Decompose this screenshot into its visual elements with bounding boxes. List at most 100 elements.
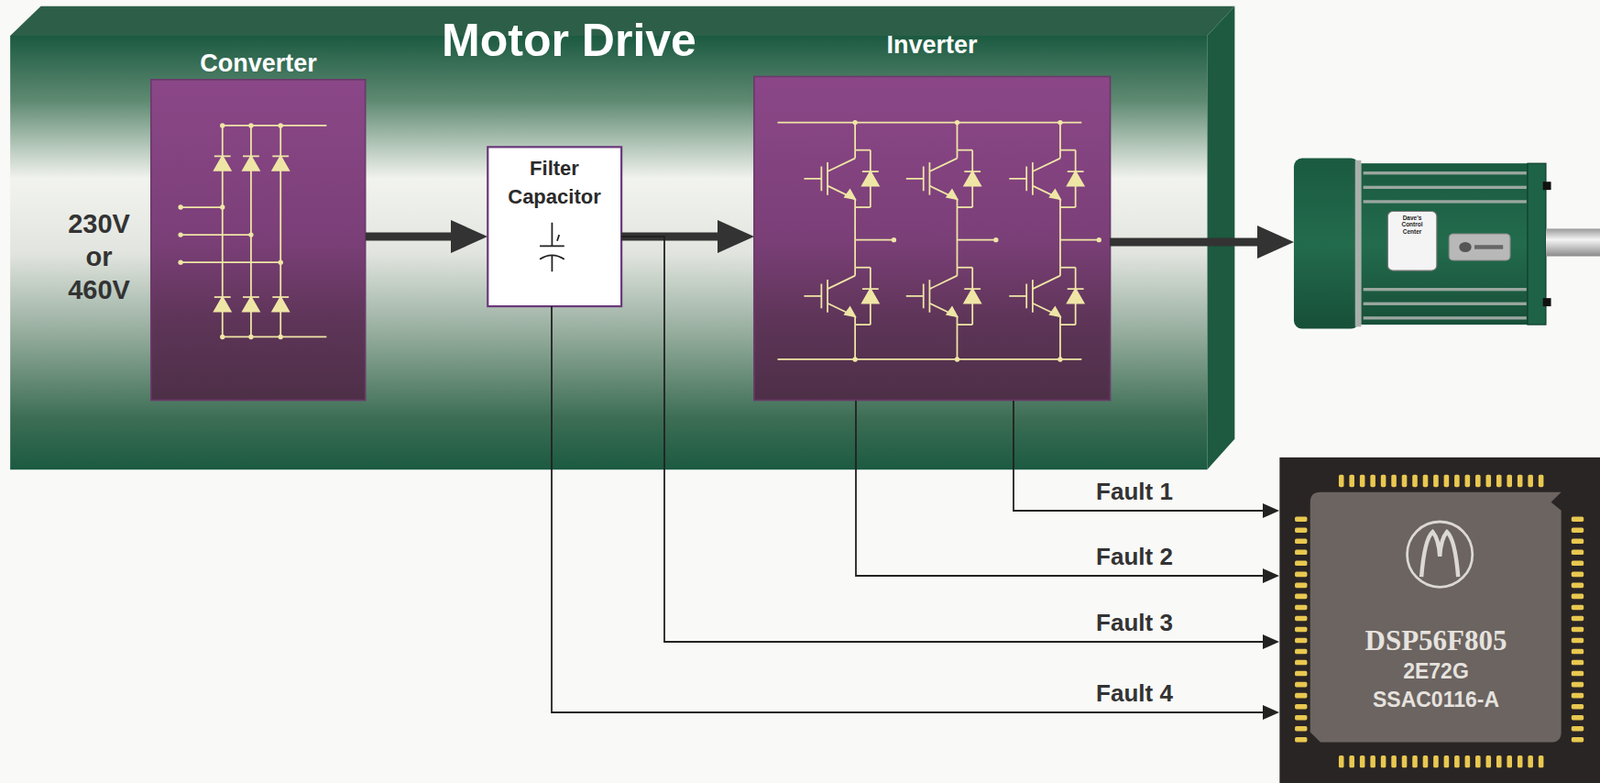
chip-pin bbox=[1294, 725, 1307, 732]
channel-bar bbox=[826, 279, 829, 313]
emitter bbox=[1032, 303, 1061, 317]
diode-bar bbox=[862, 287, 879, 290]
emitter bbox=[827, 303, 855, 317]
chip-pin bbox=[1571, 703, 1584, 710]
chip-pin bbox=[1359, 474, 1366, 487]
fault-signal-line bbox=[551, 306, 1263, 713]
gate-lead bbox=[906, 177, 924, 180]
chip-pin bbox=[1475, 474, 1481, 487]
diode-bar bbox=[964, 287, 981, 290]
gate-plate bbox=[922, 166, 925, 192]
wire bbox=[956, 323, 973, 326]
wire bbox=[854, 150, 856, 159]
junction-dot bbox=[219, 122, 225, 128]
motor: Dave's Control Center bbox=[1293, 158, 1600, 329]
dsp-chip: DSP56F8052E72GSSAC0116-A bbox=[1279, 457, 1600, 783]
chip-pin bbox=[1571, 725, 1584, 732]
inverter-block: Inverter bbox=[754, 76, 1110, 401]
chip-pin bbox=[1294, 692, 1307, 699]
wire bbox=[1060, 206, 1076, 209]
motor-bolt bbox=[1543, 297, 1552, 307]
chip-pin bbox=[1380, 474, 1387, 487]
junction-dot bbox=[1096, 237, 1102, 242]
wire bbox=[854, 149, 871, 152]
diode-symbol bbox=[862, 288, 879, 304]
wire bbox=[956, 122, 959, 151]
inverter-box bbox=[754, 76, 1111, 401]
capacitor-box bbox=[487, 146, 622, 307]
gate-lead bbox=[1008, 177, 1027, 180]
chip-pin bbox=[1294, 714, 1307, 721]
chip-pin bbox=[1496, 474, 1502, 487]
chip-pin bbox=[1465, 755, 1471, 768]
chip-pin bbox=[1444, 755, 1450, 768]
diode-bar bbox=[242, 295, 260, 298]
diode-symbol bbox=[862, 171, 879, 187]
chip-pin bbox=[1571, 637, 1584, 644]
chip-pin bbox=[1294, 637, 1307, 644]
chip-pin bbox=[1294, 659, 1307, 666]
chip-pin bbox=[1571, 571, 1584, 578]
chip-pin bbox=[1294, 604, 1307, 611]
wire bbox=[1060, 149, 1076, 152]
wire bbox=[956, 267, 959, 276]
gate-lead bbox=[803, 177, 822, 180]
motor-rear bbox=[1293, 158, 1359, 329]
chip-pin bbox=[1486, 755, 1492, 768]
fault-label: Fault 1 bbox=[1093, 477, 1176, 505]
chip-pin bbox=[1294, 670, 1307, 677]
emitter-arrow bbox=[844, 306, 855, 317]
chip-pin bbox=[1486, 474, 1492, 487]
chip-pin bbox=[1423, 474, 1429, 487]
junction-dot bbox=[891, 237, 897, 242]
chip-pin bbox=[1294, 515, 1307, 522]
part-number: DSP56F805 bbox=[1310, 625, 1562, 655]
gate-plate bbox=[1025, 284, 1028, 309]
wire bbox=[956, 150, 959, 159]
drawing-part bbox=[551, 222, 554, 247]
junction-dot bbox=[1057, 120, 1063, 125]
fault-signal-line bbox=[855, 400, 1263, 576]
chip-pin bbox=[1571, 648, 1584, 655]
wire bbox=[1059, 324, 1062, 360]
phase-output bbox=[956, 239, 996, 242]
wire bbox=[956, 198, 959, 208]
chip-pin bbox=[1527, 755, 1534, 768]
junction-dot bbox=[954, 356, 960, 362]
chip-pin bbox=[1294, 560, 1307, 567]
gate-lead bbox=[803, 295, 822, 297]
emitter bbox=[1032, 186, 1061, 199]
wire bbox=[956, 149, 973, 152]
junction-dot bbox=[852, 120, 857, 125]
cooling-rib bbox=[1363, 199, 1527, 203]
motor-bolt bbox=[1543, 181, 1552, 190]
chip-pin bbox=[1444, 474, 1450, 487]
diode-symbol bbox=[1067, 171, 1085, 187]
chip-pin bbox=[1423, 755, 1429, 768]
chip-pin bbox=[1571, 714, 1584, 721]
motor-nameplate bbox=[1387, 210, 1436, 271]
chip-pin bbox=[1454, 474, 1460, 487]
wire bbox=[1059, 122, 1062, 151]
chip-pin bbox=[1359, 755, 1366, 768]
phase-output bbox=[1060, 239, 1099, 242]
chip-pin bbox=[1571, 692, 1584, 699]
chip-pin bbox=[1571, 537, 1584, 544]
channel-bar bbox=[929, 162, 932, 196]
phase-input bbox=[180, 261, 281, 264]
emitter-arrow bbox=[844, 189, 855, 199]
diode-bar bbox=[272, 154, 289, 157]
cooling-rib bbox=[1363, 287, 1527, 291]
wire bbox=[854, 122, 856, 151]
diode-bar bbox=[1067, 170, 1085, 173]
chip-pin bbox=[1571, 670, 1584, 677]
chip-die-face bbox=[1310, 492, 1562, 743]
junction-dot bbox=[177, 260, 183, 265]
drawing-part bbox=[539, 244, 565, 247]
junction-dot bbox=[177, 204, 183, 209]
emitter bbox=[827, 186, 855, 199]
chip-pin bbox=[1391, 474, 1397, 487]
wire bbox=[854, 207, 856, 268]
motor-logo-plate bbox=[1448, 233, 1511, 261]
chip-pin bbox=[1506, 755, 1513, 768]
